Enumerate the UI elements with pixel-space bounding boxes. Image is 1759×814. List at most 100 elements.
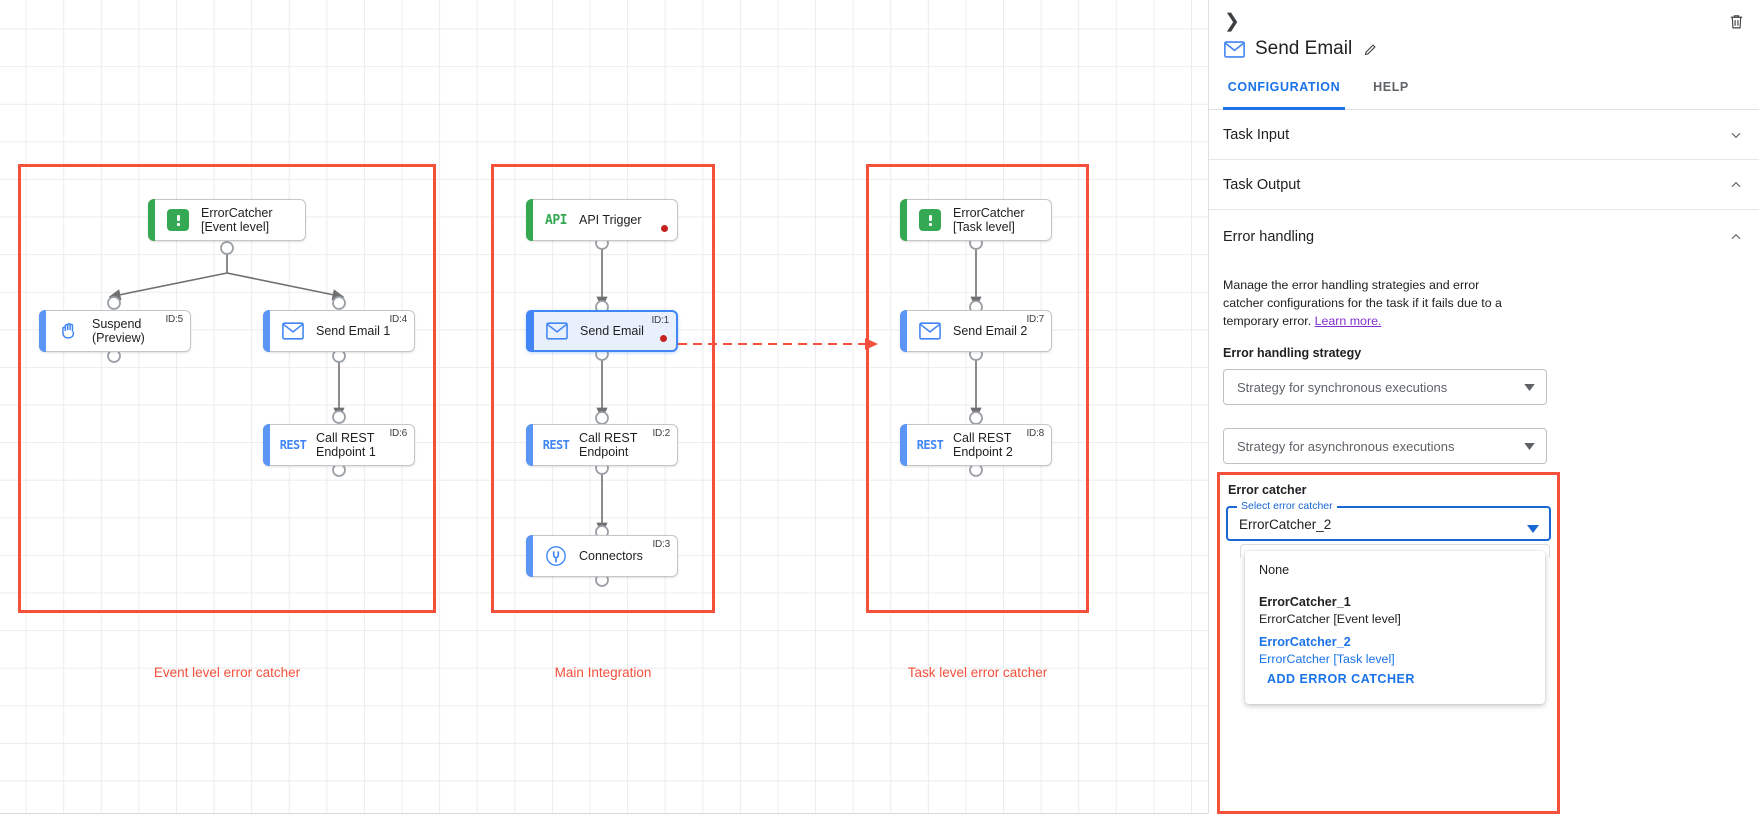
dropdown-arrow-icon[interactable] <box>1527 520 1539 538</box>
node-label: Send Email <box>580 324 644 338</box>
group-box-main-integration <box>491 164 715 613</box>
page-title: Send Email <box>1255 38 1353 59</box>
node-error-catcher-event-level[interactable]: ErrorCatcher [Event level] <box>148 199 306 241</box>
chevron-up-icon[interactable] <box>1729 230 1743 244</box>
node-accent <box>900 310 907 352</box>
error-handling-description: Manage the error handling strategies and… <box>1223 276 1523 330</box>
node-send-email-1[interactable]: Send Email 1 ID:4 <box>263 310 415 352</box>
sync-strategy-value: Strategy for synchronous executions <box>1237 379 1448 395</box>
rest-icon: REST <box>279 438 307 452</box>
node-label: Call REST Endpoint <box>579 431 638 459</box>
mail-icon <box>280 318 306 344</box>
node-id: ID:2 <box>652 428 670 439</box>
node-id: ID:6 <box>389 428 407 439</box>
menu-item-errorcatcher-2-subtitle: ErrorCatcher [Task level] <box>1259 652 1395 666</box>
chevron-up-icon[interactable] <box>1729 178 1743 192</box>
menu-item-errorcatcher-2[interactable]: ErrorCatcher_2 <box>1259 635 1351 649</box>
async-strategy-value: Strategy for asynchronous executions <box>1237 438 1455 454</box>
node-label: Connectors <box>579 549 643 563</box>
group-box-task-level <box>866 164 1089 613</box>
error-catcher-select[interactable]: Select error catcher ErrorCatcher_2 <box>1226 500 1551 541</box>
node-send-email[interactable]: Send Email ID:1 <box>526 310 678 352</box>
add-error-catcher-button[interactable]: ADD ERROR CATCHER <box>1267 672 1415 686</box>
node-id: ID:8 <box>1026 428 1044 439</box>
node-call-rest-endpoint-2[interactable]: REST Call REST Endpoint 2 ID:8 <box>900 424 1052 466</box>
group-box-event-level <box>18 164 436 613</box>
node-id: ID:4 <box>389 314 407 325</box>
panel-tabs: CONFIGURATION HELP <box>1209 76 1759 110</box>
node-label: Suspend (Preview) <box>92 317 145 345</box>
rest-icon: REST <box>916 438 944 452</box>
node-send-email-2[interactable]: Send Email 2 ID:7 <box>900 310 1052 352</box>
mail-icon <box>1223 38 1245 60</box>
hand-icon <box>56 318 82 344</box>
section-title: Task Input <box>1223 126 1290 143</box>
node-accent <box>526 199 533 241</box>
group-label-main-integration: Main Integration <box>554 665 652 680</box>
chevron-right-icon[interactable]: ❯ <box>1224 10 1240 32</box>
node-accent <box>526 535 533 577</box>
node-label: API Trigger <box>579 213 642 227</box>
menu-item-errorcatcher-1[interactable]: ErrorCatcher_1 <box>1259 595 1351 609</box>
error-catcher-icon <box>917 207 943 233</box>
node-connectors[interactable]: Connectors ID:3 <box>526 535 678 577</box>
learn-more-link[interactable]: Learn more. <box>1314 314 1382 328</box>
rest-icon: REST <box>542 438 570 452</box>
node-label: ErrorCatcher [Event level] <box>201 206 273 234</box>
menu-item-errorcatcher-1-subtitle: ErrorCatcher [Event level] <box>1259 612 1401 626</box>
tab-configuration[interactable]: CONFIGURATION <box>1223 76 1345 110</box>
error-catcher-label: Error catcher <box>1228 483 1307 497</box>
node-accent <box>900 199 907 241</box>
node-accent <box>526 424 533 466</box>
tab-help[interactable]: HELP <box>1373 80 1409 94</box>
task-details-panel: ❯ Send Email <box>1208 0 1759 814</box>
section-error-handling[interactable]: Error handling <box>1209 210 1759 264</box>
section-title: Error handling <box>1223 229 1315 245</box>
mail-icon <box>544 318 570 344</box>
node-call-rest-endpoint-1[interactable]: REST Call REST Endpoint 1 ID:6 <box>263 424 415 466</box>
node-accent <box>148 199 155 241</box>
dropdown-arrow-icon <box>1524 437 1535 455</box>
node-accent <box>39 310 46 352</box>
node-accent <box>263 424 270 466</box>
sync-strategy-select[interactable]: Strategy for synchronous executions <box>1223 369 1547 405</box>
node-id: ID:7 <box>1026 314 1044 325</box>
section-task-output[interactable]: Task Output <box>1209 160 1759 210</box>
pencil-icon[interactable] <box>1362 41 1378 57</box>
error-handling-body: Manage the error handling strategies and… <box>1209 264 1759 464</box>
mail-icon <box>917 318 943 344</box>
node-id: ID:1 <box>651 315 669 326</box>
error-handling-strategy-label: Error handling strategy <box>1223 346 1362 360</box>
connectors-icon <box>543 543 569 569</box>
node-label: Send Email 2 <box>953 324 1028 338</box>
trash-icon[interactable] <box>1723 8 1749 34</box>
node-label: Call REST Endpoint 1 <box>316 431 376 459</box>
section-title: Task Output <box>1223 176 1301 193</box>
error-catcher-dropdown-menu[interactable]: None ErrorCatcher_1 ErrorCatcher [Event … <box>1245 551 1545 704</box>
api-icon: API <box>545 212 567 228</box>
node-label: ErrorCatcher [Task level] <box>953 206 1025 234</box>
node-error-catcher-task-level[interactable]: ErrorCatcher [Task level] <box>900 199 1052 241</box>
error-catcher-value: ErrorCatcher_2 <box>1239 517 1332 532</box>
error-handling-description-text: Manage the error handling strategies and… <box>1223 278 1502 328</box>
error-catcher-icon <box>165 207 191 233</box>
menu-item-none[interactable]: None <box>1259 563 1290 577</box>
dropdown-arrow-icon <box>1524 378 1535 396</box>
section-task-input[interactable]: Task Input <box>1209 110 1759 160</box>
node-id: ID:3 <box>652 539 670 550</box>
node-suspend[interactable]: Suspend (Preview) ID:5 <box>39 310 191 352</box>
node-call-rest-endpoint[interactable]: REST Call REST Endpoint ID:2 <box>526 424 678 466</box>
async-strategy-select[interactable]: Strategy for asynchronous executions <box>1223 428 1547 464</box>
node-id: ID:5 <box>165 314 183 325</box>
node-label: Call REST Endpoint 2 <box>953 431 1013 459</box>
workflow-canvas[interactable]: Event level error catcher Main Integrati… <box>0 0 1208 814</box>
error-indicator-dot <box>661 225 668 232</box>
chevron-down-icon[interactable] <box>1729 128 1743 142</box>
node-api-trigger[interactable]: API API Trigger <box>526 199 678 241</box>
error-indicator-dot <box>660 335 667 342</box>
node-accent <box>526 310 534 352</box>
node-label: Send Email 1 <box>316 324 391 338</box>
node-accent <box>263 310 270 352</box>
error-catcher-field-label: Select error catcher <box>1237 500 1337 512</box>
error-catcher-block: Error catcher Select error catcher Error… <box>1217 472 1560 814</box>
